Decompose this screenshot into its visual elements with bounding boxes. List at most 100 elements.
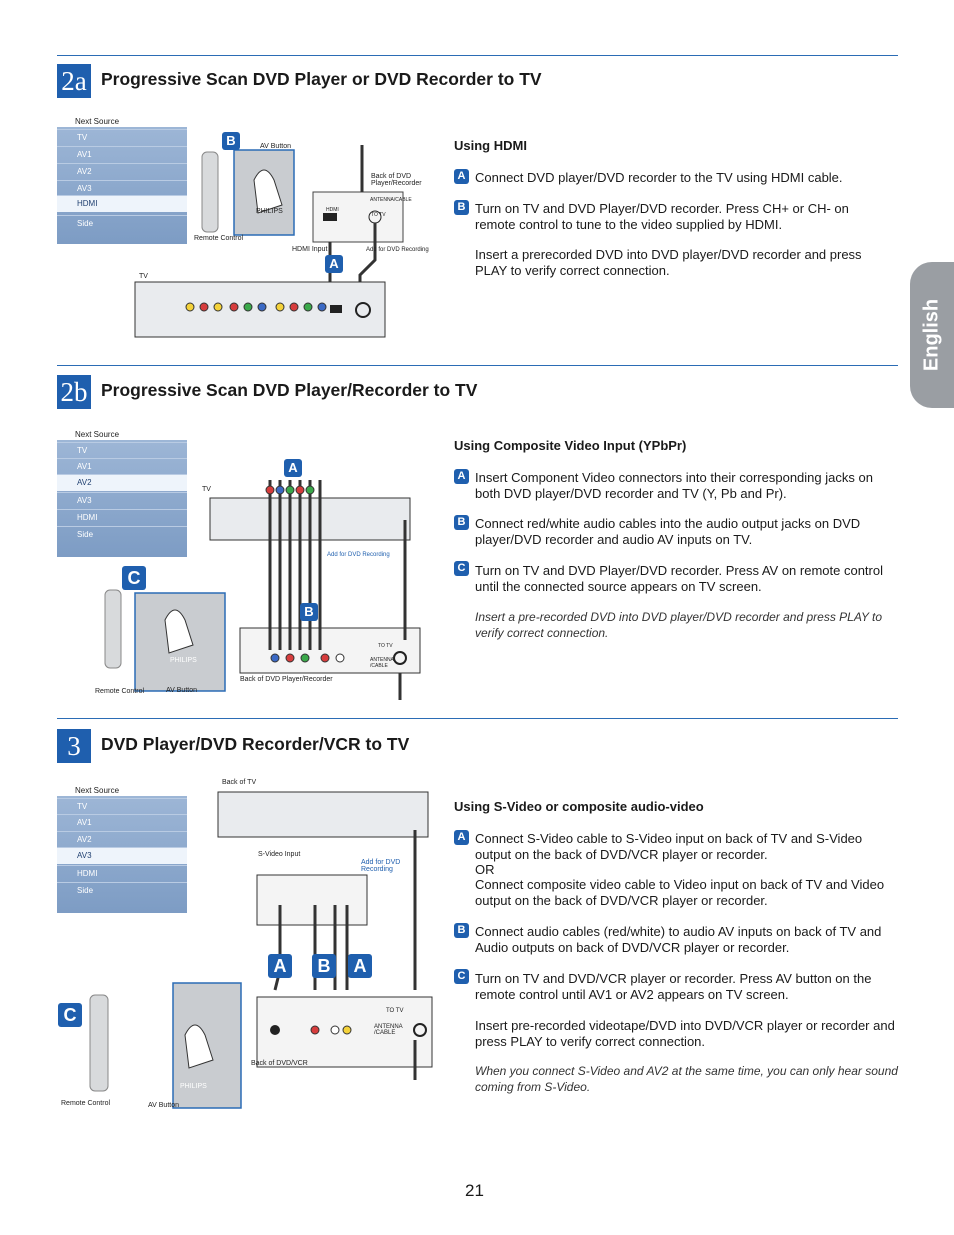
add-for-recording-label: Add for DVD Recording <box>361 859 401 873</box>
section-rule <box>57 365 898 366</box>
remote-label: Remote Control <box>95 688 145 695</box>
menu-item: AV1 <box>57 146 187 163</box>
hdmi-port-label: HDMI <box>326 207 339 213</box>
tv-back-panel <box>217 791 429 838</box>
section-title: DVD Player/DVD Recorder/VCR to TV <box>101 734 410 754</box>
step-letter: B <box>454 923 469 938</box>
remote-closeup <box>233 149 295 236</box>
back-of-dvd-label: Back of DVD Player/Recorder <box>240 676 333 683</box>
note-text: Insert a prerecorded DVD into DVD player… <box>475 247 862 278</box>
callout-b: B <box>222 132 240 150</box>
hdmi-input-label: HDMI Input <box>292 246 328 253</box>
hand-icon <box>164 609 194 654</box>
step-letter: A <box>454 169 469 184</box>
back-of-dvd-vcr-label: Back of DVD/VCR <box>251 1060 308 1067</box>
section-badge: 2a <box>57 64 91 98</box>
hand-icon <box>253 169 283 214</box>
section-rule <box>57 55 898 56</box>
instructions-heading: Using S-Video or composite audio-video <box>454 799 704 814</box>
menu-item: HDMI <box>57 865 187 882</box>
section-badge: 3 <box>57 729 91 763</box>
menu-header: Next Source <box>75 786 120 795</box>
menu-header: Next Source <box>75 117 120 126</box>
menu-item: HDMI <box>57 509 187 526</box>
remote-brand: PHILIPS <box>170 657 197 664</box>
menu-item: AV3 <box>57 492 187 509</box>
totv-label: TO TV <box>378 643 393 649</box>
totv-label: TO TV <box>386 1008 404 1014</box>
step-letter: C <box>454 561 469 576</box>
menu-item: Side <box>57 215 187 232</box>
language-tab: English <box>910 262 954 408</box>
step-letter: B <box>454 200 469 215</box>
step-or-text: OR <box>475 862 495 877</box>
step-letter: B <box>454 515 469 530</box>
totv-label: TO TV <box>371 212 386 218</box>
tv-label: TV <box>139 273 148 280</box>
tv-label: TV <box>202 486 211 493</box>
step-text: Insert Component Video connectors into t… <box>475 470 873 501</box>
step-letter: C <box>454 969 469 984</box>
add-for-recording-label: Add for DVD Recording <box>327 552 390 558</box>
menu-item: AV1 <box>57 814 187 831</box>
add-for-recording-label: Add for DVD Recording <box>366 247 429 253</box>
instructions-heading: Using Composite Video Input (YPbPr) <box>454 438 687 453</box>
remote-control-icon <box>104 589 122 669</box>
menu-item: AV2 <box>57 163 187 180</box>
step-text: Turn on TV and DVD Player/DVD recorder. … <box>475 201 849 232</box>
hand-icon <box>184 1024 214 1069</box>
menu-item: Side <box>57 882 187 899</box>
callout-a: A <box>348 954 372 978</box>
step-text: Connect composite video cable to Video i… <box>475 877 885 908</box>
source-menu: Next Source TV AV1 AV2 AV3 HDMI Side <box>57 430 187 557</box>
note-text: Insert pre-recorded videotape/DVD into D… <box>475 1018 895 1049</box>
menu-item: Side <box>57 526 187 543</box>
component-connection-diagram <box>104 480 421 700</box>
antenna-label: ANTENNA/CABLE <box>370 197 412 203</box>
section-title: Progressive Scan DVD Player/Recorder to … <box>101 380 478 400</box>
hdmi-connection-diagram <box>134 145 404 338</box>
note-text: Insert a pre-recorded DVD into DVD playe… <box>475 610 883 640</box>
callout-a: A <box>284 459 302 477</box>
section-badge: 2b <box>57 375 91 409</box>
menu-item: TV <box>57 129 187 146</box>
menu-item-selected: AV2 <box>57 474 187 491</box>
menu-item-selected: HDMI <box>57 195 187 212</box>
callout-a: A <box>325 255 343 273</box>
av-button-label: AV Button <box>166 687 198 694</box>
source-menu: Next Source TV AV1 AV2 AV3 HDMI Side <box>57 786 187 913</box>
back-of-tv-label: Back of TV <box>222 779 257 786</box>
step-text: Connect DVD player/DVD recorder to the T… <box>475 170 843 185</box>
step-text: Turn on TV and DVD/VCR player or recorde… <box>475 971 872 1002</box>
menu-item: AV3 <box>57 180 187 197</box>
remote-label: Remote Control <box>61 1100 111 1107</box>
step-letter: A <box>454 830 469 845</box>
svideo-connection-diagram <box>89 791 433 1109</box>
back-of-dvd-label: Back of DVD Player/Recorder <box>371 173 422 187</box>
av-button-label: AV Button <box>260 143 292 150</box>
callout-b: B <box>312 954 336 978</box>
svideo-input-label: S-Video Input <box>258 851 301 858</box>
menu-item-selected: AV3 <box>57 847 187 864</box>
antenna-label: ANTENNA /CABLE <box>374 1024 403 1036</box>
step-letter: A <box>454 469 469 484</box>
step-text: Connect red/white audio cables into the … <box>475 516 861 547</box>
menu-item: AV2 <box>57 831 187 848</box>
step-text: Connect audio cables (red/white) to audi… <box>475 924 882 955</box>
remote-control-icon <box>89 994 109 1092</box>
menu-item: TV <box>57 442 187 459</box>
callout-a: A <box>268 954 292 978</box>
av-button-label: AV Button <box>148 1102 180 1109</box>
menu-header: Next Source <box>75 430 120 439</box>
step-text: Connect S-Video cable to S-Video input o… <box>475 831 863 862</box>
remote-control-icon <box>201 151 219 233</box>
instructions-heading: Using HDMI <box>454 138 527 153</box>
menu-item: AV1 <box>57 458 187 475</box>
language-tab-label: English <box>920 298 943 372</box>
section-rule <box>57 718 898 719</box>
tv-closeup-panel <box>256 874 368 926</box>
source-menu: Next Source TV AV1 AV2 AV3 HDMI Side <box>57 117 187 244</box>
callout-b: B <box>300 603 318 621</box>
menu-item: TV <box>57 798 187 815</box>
antenna-label: ANTENNA /CABLE <box>370 657 394 669</box>
